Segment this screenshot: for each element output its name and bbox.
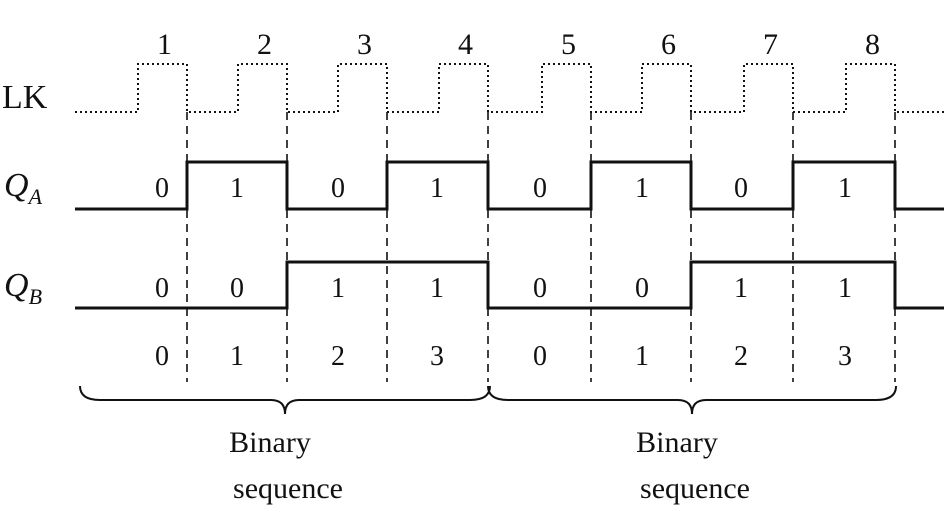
signal-label-qb: QB xyxy=(4,267,42,309)
count-value-5: 0 xyxy=(533,341,547,372)
qb-value-3: 1 xyxy=(331,273,345,304)
count-value-6: 1 xyxy=(635,341,649,372)
count-row: 0 1 2 3 0 1 2 3 xyxy=(155,341,852,372)
clock-label: LK xyxy=(2,79,48,116)
qb-value-5: 0 xyxy=(533,273,547,304)
signal-label-qa: QA xyxy=(4,167,43,209)
pulse-number-4: 4 xyxy=(458,28,473,61)
group-2-caption-line1: Binary xyxy=(636,426,718,459)
clock-waveform xyxy=(75,63,944,113)
brace-left xyxy=(79,385,491,415)
count-value-7: 2 xyxy=(734,341,748,372)
signal-label-qb-name: Q xyxy=(4,267,29,304)
brace-right xyxy=(487,385,897,415)
qb-value-6: 0 xyxy=(635,273,649,304)
qa-value-2: 1 xyxy=(230,173,244,204)
group-1-caption-line2: sequence xyxy=(233,472,343,505)
pulse-number-3: 3 xyxy=(357,28,372,61)
count-value-2: 1 xyxy=(230,341,244,372)
qa-value-7: 0 xyxy=(734,173,748,204)
qb-value-7: 1 xyxy=(734,273,748,304)
qb-waveform xyxy=(75,260,944,310)
signal-label-qa-name: Q xyxy=(4,167,29,204)
count-value-4: 3 xyxy=(430,341,444,372)
qa-waveform xyxy=(75,160,944,211)
signal-label-qa-subscript: A xyxy=(27,184,43,209)
signal-label-qb-subscript: B xyxy=(29,284,42,309)
count-value-1: 0 xyxy=(155,341,169,372)
count-value-3: 2 xyxy=(331,341,345,372)
qb-value-8: 1 xyxy=(838,273,852,304)
group-1-caption-line1: Binary xyxy=(229,426,311,459)
pulse-number-1: 1 xyxy=(157,28,172,61)
pulse-number-6: 6 xyxy=(661,28,676,61)
qb-value-2: 0 xyxy=(230,273,244,304)
qa-values: 0 1 0 1 0 1 0 1 xyxy=(155,173,852,204)
pulse-number-7: 7 xyxy=(763,28,778,61)
qa-value-8: 1 xyxy=(838,173,852,204)
qa-value-3: 0 xyxy=(331,173,345,204)
pulse-number-5: 5 xyxy=(561,28,576,61)
qb-value-4: 1 xyxy=(430,273,444,304)
group-2-caption-line2: sequence xyxy=(640,472,750,505)
clock-edge-guides xyxy=(186,112,896,382)
qa-value-4: 1 xyxy=(430,173,444,204)
qa-value-5: 0 xyxy=(533,173,547,204)
pulse-numbers: 1 2 3 4 5 6 7 8 xyxy=(157,28,880,61)
qa-value-1: 0 xyxy=(155,173,169,204)
qb-values: 0 0 1 1 0 0 1 1 xyxy=(155,273,852,304)
pulse-number-2: 2 xyxy=(257,28,272,61)
pulse-number-8: 8 xyxy=(865,28,880,61)
qa-value-6: 1 xyxy=(635,173,649,204)
qb-value-1: 0 xyxy=(155,273,169,304)
count-value-8: 3 xyxy=(838,341,852,372)
